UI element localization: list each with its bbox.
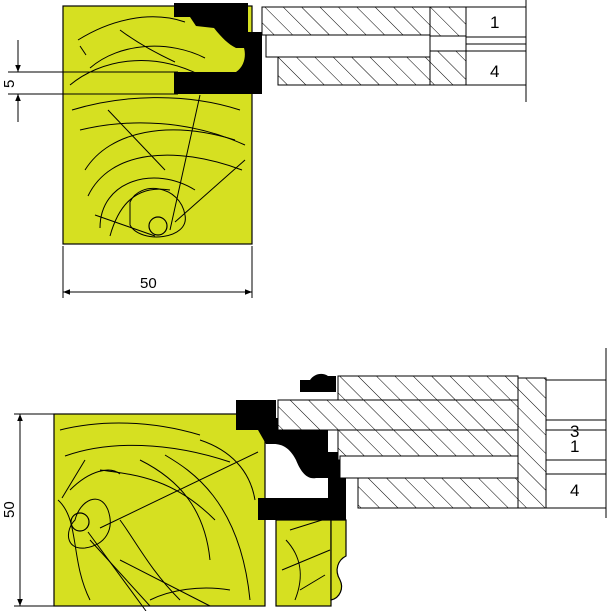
top-hatched-lower — [277, 56, 431, 86]
top-position-box-4 — [465, 50, 527, 86]
top-workpiece — [62, 5, 253, 245]
top-position-label-4: 4 — [490, 62, 499, 81]
top-width-dimension — [62, 246, 253, 298]
bottom-moulding-strip — [275, 519, 332, 607]
top-hatched-upper — [261, 6, 431, 36]
bottom-height-dimension — [14, 413, 56, 607]
bottom-height-label: 50 — [1, 501, 18, 518]
top-cutter-body: 1 4 — [261, 0, 527, 102]
top-view: 1 4 5 50 — [1, 0, 527, 298]
top-wood-grain — [69, 16, 246, 238]
bottom-collar — [517, 377, 547, 509]
bottom-hatched-3 — [337, 429, 519, 461]
top-workpiece-body — [62, 5, 253, 245]
bottom-wood-grain — [57, 422, 331, 607]
bottom-position-label-1: 1 — [570, 437, 579, 456]
bottom-workpiece — [53, 413, 347, 611]
top-groove-depth-label: 5 — [1, 80, 18, 88]
top-center-hole — [148, 216, 168, 236]
bottom-moulding-profile — [330, 519, 347, 601]
bottom-small-cutter — [300, 373, 336, 392]
bottom-position-label-3: 3 — [570, 422, 579, 441]
bottom-shaft — [339, 455, 519, 479]
bottom-cutter-body: 3 1 4 — [277, 348, 607, 518]
top-width-label: 50 — [140, 275, 157, 292]
bottom-position-box-3 — [545, 379, 607, 421]
top-collar-gap — [429, 35, 467, 52]
bottom-position-label-4: 4 — [570, 481, 579, 500]
top-groove-dimension — [8, 40, 178, 122]
bottom-spacer-strip — [545, 459, 607, 475]
top-cutter-profile — [174, 3, 262, 94]
bottom-position-box-4 — [545, 473, 607, 509]
top-position-label-1: 1 — [490, 13, 499, 32]
bottom-hatched-4 — [357, 477, 519, 509]
bottom-center-hole — [70, 512, 90, 532]
bottom-hatched-2 — [277, 399, 519, 431]
bottom-view: 3 1 4 50 — [1, 348, 607, 611]
top-shaft — [265, 34, 431, 58]
bottom-leader-line — [87, 531, 147, 611]
